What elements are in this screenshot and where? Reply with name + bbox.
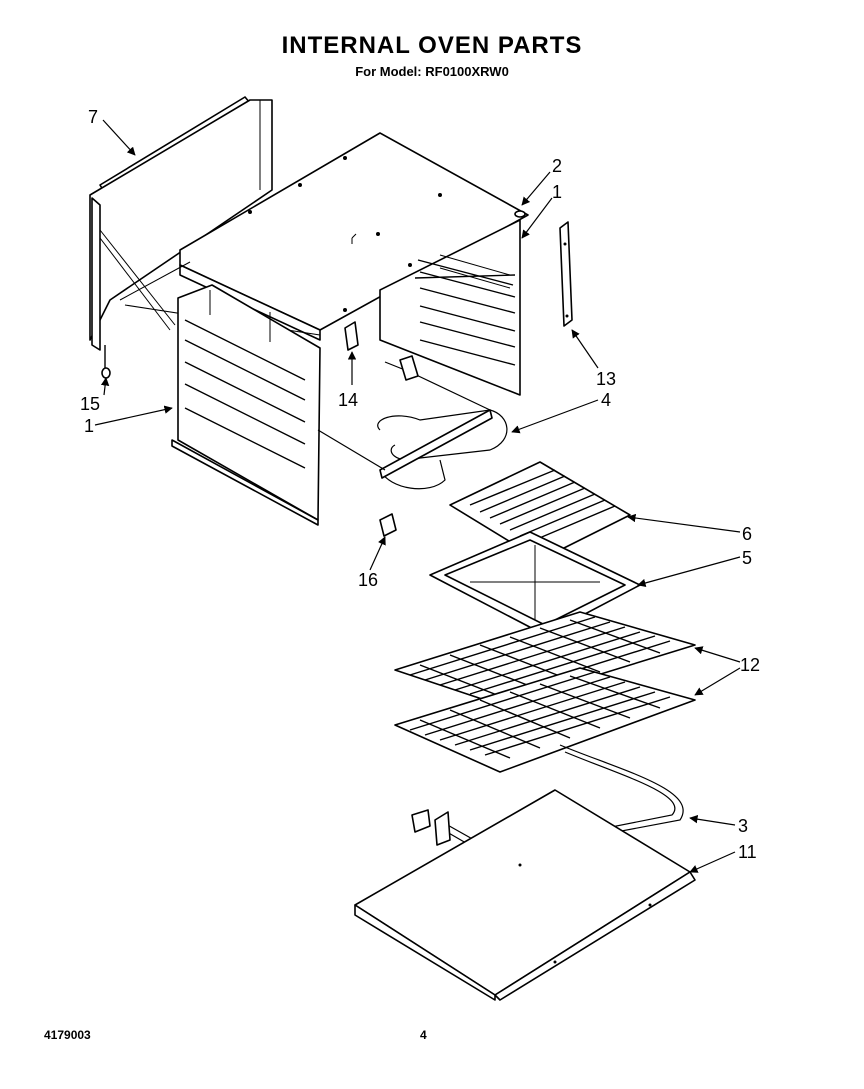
callout-15: 15 xyxy=(80,394,100,414)
callout-2: 2 xyxy=(552,156,562,176)
callout-3: 3 xyxy=(738,816,748,836)
callout-1-left: 1 xyxy=(84,416,94,436)
part-1-right-side-panel xyxy=(379,219,521,396)
callout-5: 5 xyxy=(742,548,752,568)
part-4-broil-element xyxy=(317,355,508,490)
part-15-screw xyxy=(101,345,111,379)
document-number: 4179003 xyxy=(44,1028,91,1042)
callout-7: 7 xyxy=(88,107,98,127)
part-14-bracket xyxy=(344,321,359,351)
part-12-oven-rack-lower xyxy=(394,667,696,773)
callout-1-right: 1 xyxy=(552,182,562,202)
callout-4: 4 xyxy=(601,390,611,410)
callout-11: 11 xyxy=(738,842,757,862)
model-subtitle: For Model: RF0100XRW0 xyxy=(355,64,509,79)
callout-6: 6 xyxy=(742,524,752,544)
callout-13: 13 xyxy=(596,369,616,389)
callout-labels: 7 2 1 13 15 14 1 4 6 5 16 12 3 11 xyxy=(80,107,760,862)
page-title: INTERNAL OVEN PARTS xyxy=(281,32,583,59)
part-11-bottom-panel xyxy=(354,789,696,1001)
callout-16: 16 xyxy=(358,570,378,590)
part-13-trim-strip xyxy=(559,221,573,327)
part-12-oven-rack-upper xyxy=(394,611,696,706)
part-16-sensor xyxy=(379,513,397,537)
leader-lines xyxy=(94,119,741,873)
part-2-fastener xyxy=(514,210,526,218)
part-1-left-side-panel xyxy=(171,284,321,526)
callout-12: 12 xyxy=(740,655,760,675)
callout-14: 14 xyxy=(338,390,358,410)
page-number: 4 xyxy=(420,1028,427,1042)
part-7-back-panel xyxy=(89,96,273,351)
